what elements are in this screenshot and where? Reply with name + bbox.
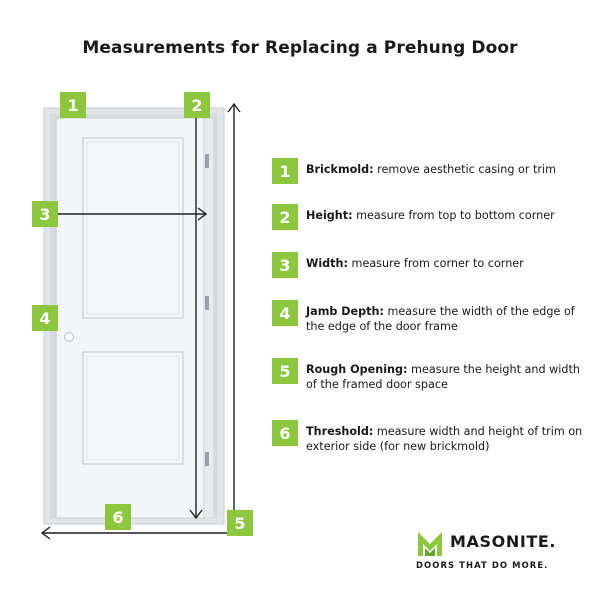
upper-panel [82,137,184,319]
legend-desc: measure from corner to corner [347,257,524,270]
legend-badge: 6 [272,420,298,446]
brand-name: MASONITE. [450,532,557,551]
legend-badge: 5 [272,358,298,384]
badge-rough-opening: 5 [227,510,253,536]
legend-desc: remove aesthetic casing or trim [373,163,557,176]
legend-term: Threshold: [306,425,374,438]
legend-term: Width: [306,257,348,270]
legend-term: Brickmold: [306,163,374,176]
legend-term: Rough Opening: [306,363,408,376]
brand-tagline: DOORS THAT DO MORE. [416,560,549,570]
legend-badge: 1 [272,158,298,184]
hinge-middle [205,296,209,310]
badge-threshold: 6 [105,504,131,530]
legend-desc: measure the height and width of the fram… [306,363,580,391]
hinge-bottom [205,452,209,466]
badge-brickmold: 1 [60,92,86,118]
legend-badge: 3 [272,252,298,278]
door-jamb [203,117,215,519]
hinge-top [205,154,209,168]
masonite-logo-icon [416,530,444,556]
legend-badge: 2 [272,204,298,230]
legend-desc: measure width and height of trim on exte… [306,425,583,453]
badge-jamb-depth: 4 [32,305,58,331]
legend-desc: measure the width of the edge of the edg… [306,305,575,333]
legend-term: Height: [306,209,353,222]
page-title: Measurements for Replacing a Prehung Doo… [82,38,518,58]
legend-badge: 4 [272,300,298,326]
lower-panel [82,351,184,465]
legend-desc: measure from top to bottom corner [352,209,555,222]
badge-width: 3 [32,201,58,227]
badge-height: 2 [184,92,210,118]
door-knob [64,332,74,342]
brand-block: MASONITE. DOORS THAT DO MORE. [416,528,586,578]
legend-term: Jamb Depth: [306,305,384,318]
